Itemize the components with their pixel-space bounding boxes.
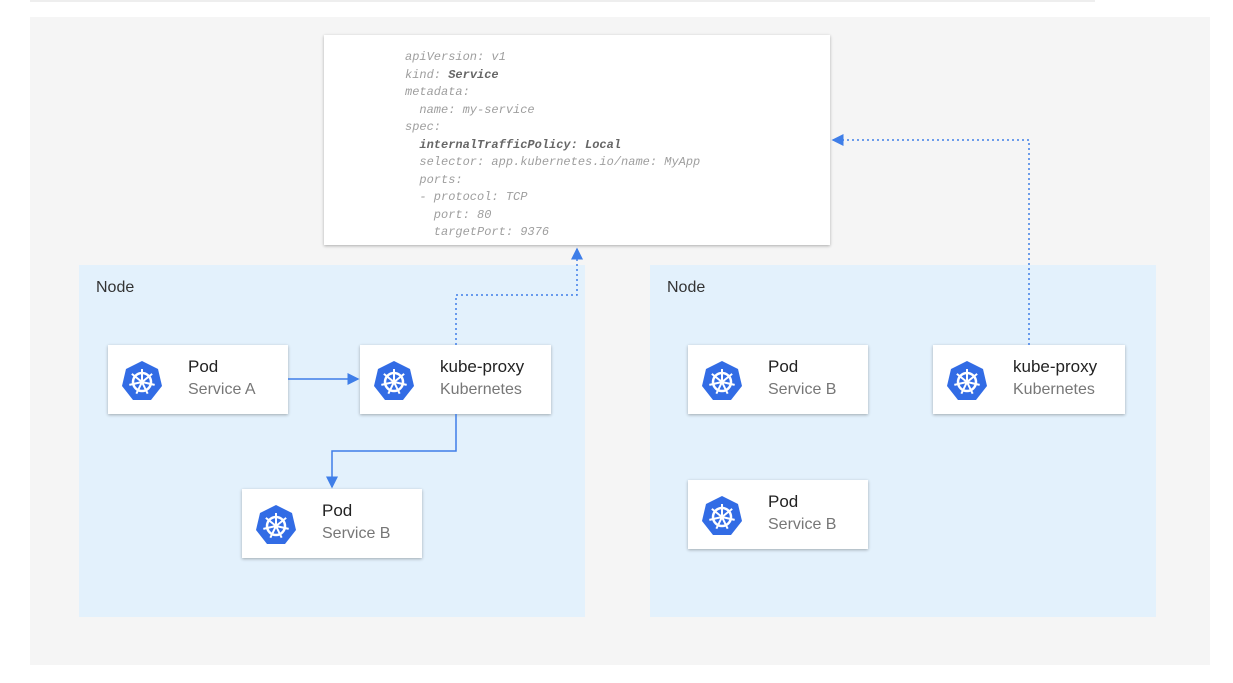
card-title: Pod [188, 357, 219, 376]
card-title: Pod [768, 492, 799, 511]
arrow-proxy-to-podB [326, 414, 457, 489]
yaml-line: metadata: [405, 85, 470, 99]
node-left: Node [79, 265, 585, 617]
yaml-line: - protocol: TCP [405, 190, 528, 204]
kubernetes-icon [702, 496, 742, 535]
dotted-proxy-to-service [455, 247, 583, 345]
kubernetes-icon [122, 361, 162, 400]
top-divider [30, 0, 1095, 2]
service-yaml: apiVersion: v1 kind: Service metadata: n… [324, 35, 830, 245]
kubernetes-icon [256, 505, 296, 544]
card-subtitle: Kubernetes [440, 381, 522, 398]
card-title: kube-proxy [440, 357, 525, 376]
card-subtitle: Service B [768, 381, 837, 398]
kubernetes-icon [702, 361, 742, 400]
node-label: Node [96, 279, 135, 296]
card-subtitle: Service B [322, 525, 391, 542]
kubernetes-icon [374, 361, 414, 400]
card-subtitle: Service A [188, 381, 256, 398]
card-title: Pod [322, 501, 353, 520]
card-title: kube-proxy [1013, 357, 1098, 376]
yaml-line: selector: app.kubernetes.io/name: MyApp [405, 155, 701, 169]
yaml-line: name: my-service [405, 102, 535, 117]
node-label: Node [667, 279, 706, 296]
yaml-line: ports: [405, 172, 463, 187]
dotted-proxy-right-to-service [831, 134, 1030, 345]
yaml-line: apiVersion: v1 [405, 50, 506, 64]
yaml-kind: Service [448, 67, 499, 82]
yaml-policy: internalTrafficPolicy: Local [419, 137, 622, 152]
yaml-line: port: 80 [405, 207, 492, 222]
card-title: Pod [768, 357, 799, 376]
yaml-line: spec: [405, 120, 442, 134]
yaml-line: targetPort: 9376 [405, 225, 550, 239]
node-right: Node [650, 265, 1156, 617]
card-subtitle: Kubernetes [1013, 381, 1095, 398]
card-subtitle: Service B [768, 516, 837, 533]
yaml-line: kind: [405, 67, 449, 82]
kubernetes-icon [947, 361, 987, 400]
